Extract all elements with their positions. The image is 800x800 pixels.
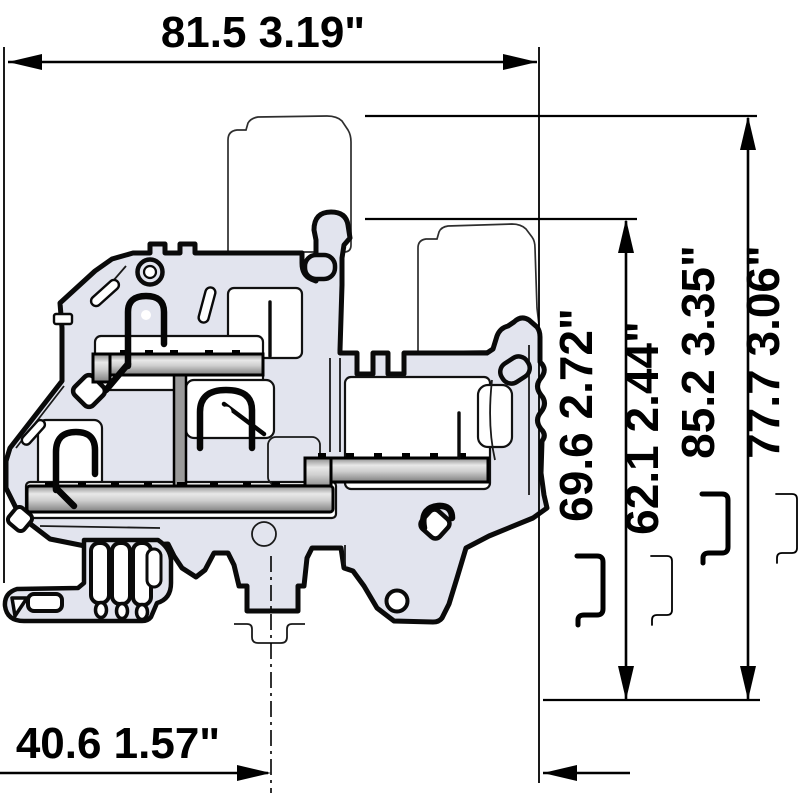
busbar-stem: [172, 372, 188, 490]
spring-clamp-upper: [124, 292, 168, 370]
test-socket-ring-inner: [142, 264, 158, 280]
dimension-annotations: 81.5 3.19" 40.6 1.57" 69.6 2.72" 62.1 2.…: [0, 8, 798, 793]
latch-handle-hole: [26, 592, 64, 613]
latch-keeper-upper: [302, 252, 338, 282]
busbar-serrations: [45, 350, 466, 487]
dim-arrowheads: [8, 54, 756, 781]
housing-slots: [20, 278, 217, 446]
latch-hole: [134, 602, 150, 622]
spring-circles: [71, 310, 232, 457]
busbars: [25, 350, 490, 514]
ref-symbol-thin: [775, 493, 798, 564]
dim-label-77-7: 77.7 3.06": [737, 245, 789, 459]
latch-keeper-lower: [498, 354, 532, 386]
spring-clamp-right: [420, 502, 456, 532]
latch-hole: [93, 600, 109, 620]
latch-hole: [114, 601, 130, 621]
ref-symbol-thick: [574, 553, 606, 628]
spring-clamp-center: [196, 386, 256, 452]
dim-label-overall-width: 81.5 3.19": [161, 8, 365, 57]
din-rail-symbol: [234, 623, 305, 644]
dim-label-85-2: 85.2 3.35": [672, 245, 724, 459]
contact-pins: [268, 300, 461, 460]
spring-clamp-left: [52, 428, 99, 494]
busbar-mid-end: [303, 456, 333, 491]
spring-blade-center: [221, 401, 267, 437]
dim-label-lower-width: 40.6 1.57": [16, 719, 220, 768]
foot-hole: [384, 588, 410, 614]
busbar-upper-end: [91, 352, 112, 384]
ref-symbol-thick: [699, 491, 731, 566]
latch-hook-notch: [145, 547, 163, 589]
dim-label-62-1: 62.1 2.44": [616, 321, 668, 535]
spring-blade-left: [52, 484, 78, 510]
spring-blade-upper: [102, 360, 132, 394]
ref-symbol-thin: [650, 555, 673, 626]
latch-slot: [110, 541, 132, 606]
spring-clamps: [52, 292, 456, 532]
test-plug-lower: [417, 223, 540, 353]
dim-label-69-6: 69.6 2.72": [550, 308, 602, 522]
latch-slot: [89, 541, 111, 605]
latch-corner-hole: [10, 596, 29, 618]
